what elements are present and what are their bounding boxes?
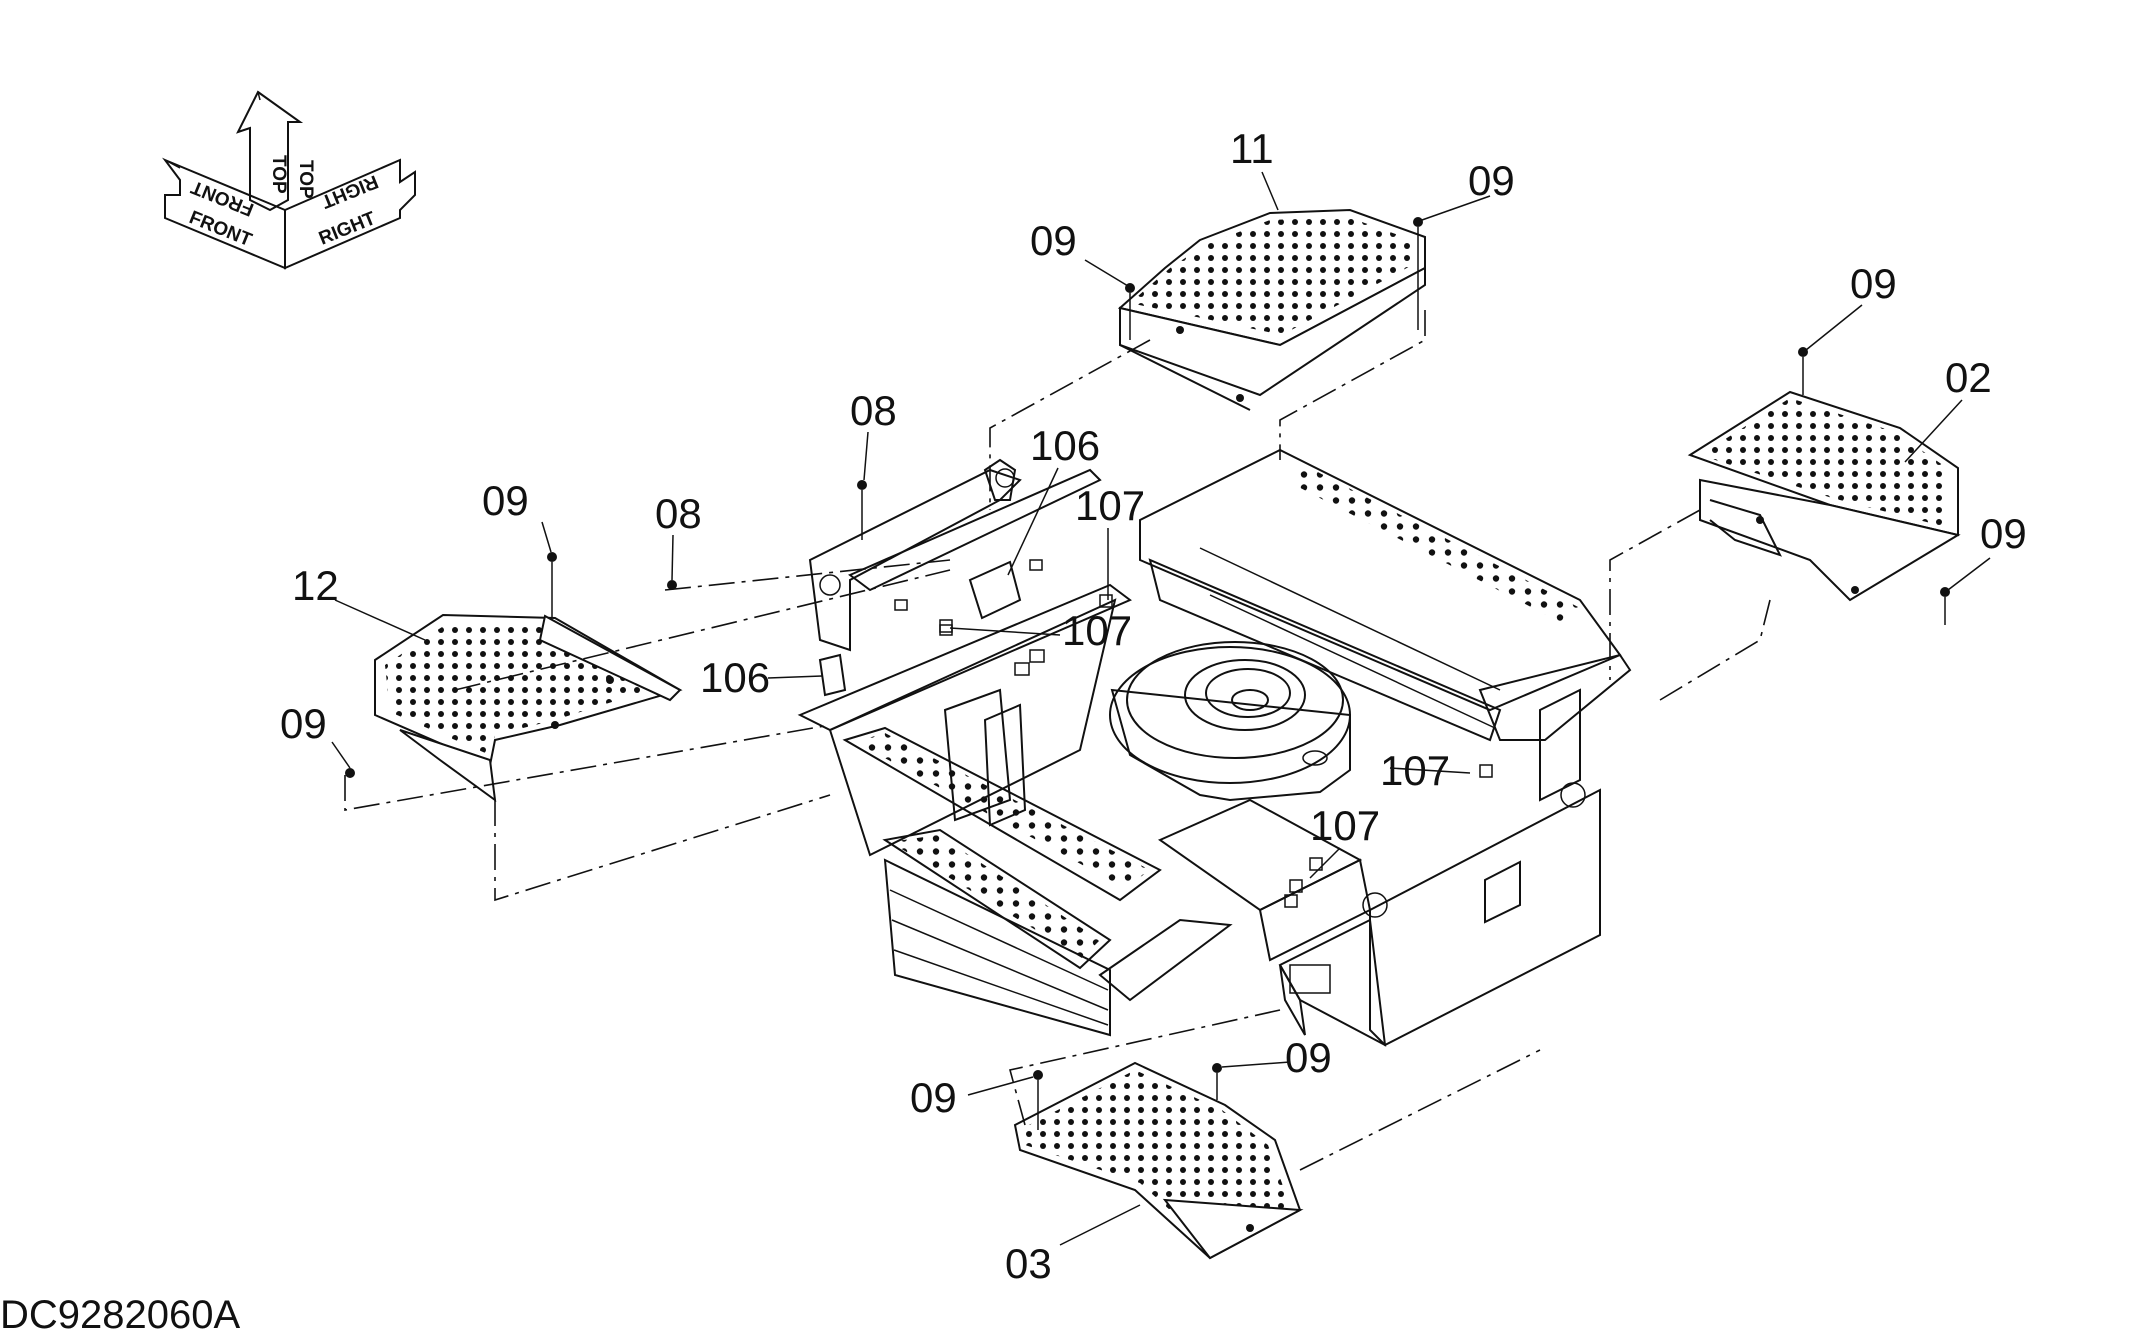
plate-11 <box>1117 208 1426 411</box>
plate-03 <box>1013 1061 1304 1260</box>
orientation-icon: FRONT TOP RIGHT FRONT RIGHT TOP <box>162 90 416 270</box>
top-label-mirrored: TOP <box>295 160 316 199</box>
callout-09-bottom-left: 09 <box>910 1074 957 1121</box>
callout-107-mid: 107 <box>1062 607 1132 654</box>
leader-lines <box>331 171 1991 1246</box>
bolts <box>345 217 1950 1130</box>
callout-107-right: 107 <box>1380 747 1450 794</box>
plate-12 <box>374 613 683 803</box>
callout-08-left: 08 <box>655 490 702 537</box>
callout-09-bottom-right: 09 <box>1285 1034 1332 1081</box>
callout-02: 02 <box>1945 354 1992 401</box>
callout-09-top-left: 09 <box>1030 217 1077 264</box>
callout-106-upper: 106 <box>1030 422 1100 469</box>
callout-09-right-upper: 09 <box>1850 260 1897 307</box>
callout-09-top-right: 09 <box>1468 157 1515 204</box>
callout-labels: 11 09 09 09 02 09 08 106 107 09 08 12 10… <box>280 125 2027 1287</box>
main-frame <box>797 448 1632 1047</box>
assembly-lines <box>344 310 1771 1171</box>
plate-02 <box>1687 390 1961 602</box>
callout-09-left-lower: 09 <box>280 700 327 747</box>
callout-106-lower: 106 <box>700 654 770 701</box>
right-label: RIGHT <box>316 208 379 250</box>
callout-09-left-upper: 09 <box>482 477 529 524</box>
right-label-mirrored: RIGHT <box>318 170 381 212</box>
callout-08-center: 08 <box>850 387 897 434</box>
callout-03: 03 <box>1005 1240 1052 1287</box>
drawing-code: DC9282060A <box>0 1293 240 1335</box>
callout-12: 12 <box>292 562 339 609</box>
callout-09-right-lower: 09 <box>1980 510 2027 557</box>
top-label: TOP <box>268 155 289 194</box>
callout-107-lower: 107 <box>1310 802 1380 849</box>
callout-11: 11 <box>1230 125 1274 172</box>
callout-107-upper: 107 <box>1075 482 1145 529</box>
